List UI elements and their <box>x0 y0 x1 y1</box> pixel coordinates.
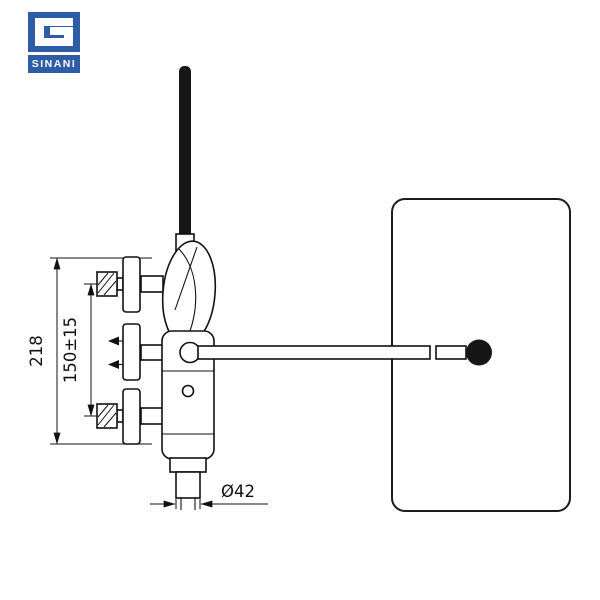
mounting-bracket-middle <box>108 323 164 381</box>
screw-top <box>96 271 118 297</box>
spout <box>179 339 492 366</box>
flow-arrow-top <box>108 336 119 346</box>
mounting-bracket-bottom <box>96 388 164 445</box>
spout-arm-segment-1 <box>197 345 431 360</box>
dimension-mounting-height: 150±15 <box>61 283 122 417</box>
brand-name: SINANI <box>28 55 80 73</box>
logo-letter-g <box>35 18 73 46</box>
spout-flange <box>179 341 201 364</box>
mounting-bracket-top <box>96 256 164 313</box>
screw-bottom <box>96 403 118 429</box>
spout-arm-segment-2 <box>435 345 467 360</box>
outlet-transition <box>169 457 207 473</box>
dimension-pipe-diameter: Ø42 <box>150 482 268 509</box>
flow-arrow-bottom <box>108 360 119 369</box>
dimension-label-218: 218 <box>27 335 46 367</box>
bottom-outlet-pipe <box>175 471 201 499</box>
mounting-brackets <box>96 256 164 445</box>
valve-screw-detail <box>181 384 195 398</box>
spout-outlet <box>466 339 492 366</box>
dimension-label-diameter: Ø42 <box>221 482 255 501</box>
brand-logo-icon <box>28 12 80 52</box>
shower-riser-pipe <box>179 66 191 240</box>
dimension-label-150: 150±15 <box>61 317 80 383</box>
valve-body <box>161 233 217 510</box>
brand-logo: SINANI <box>28 12 80 73</box>
